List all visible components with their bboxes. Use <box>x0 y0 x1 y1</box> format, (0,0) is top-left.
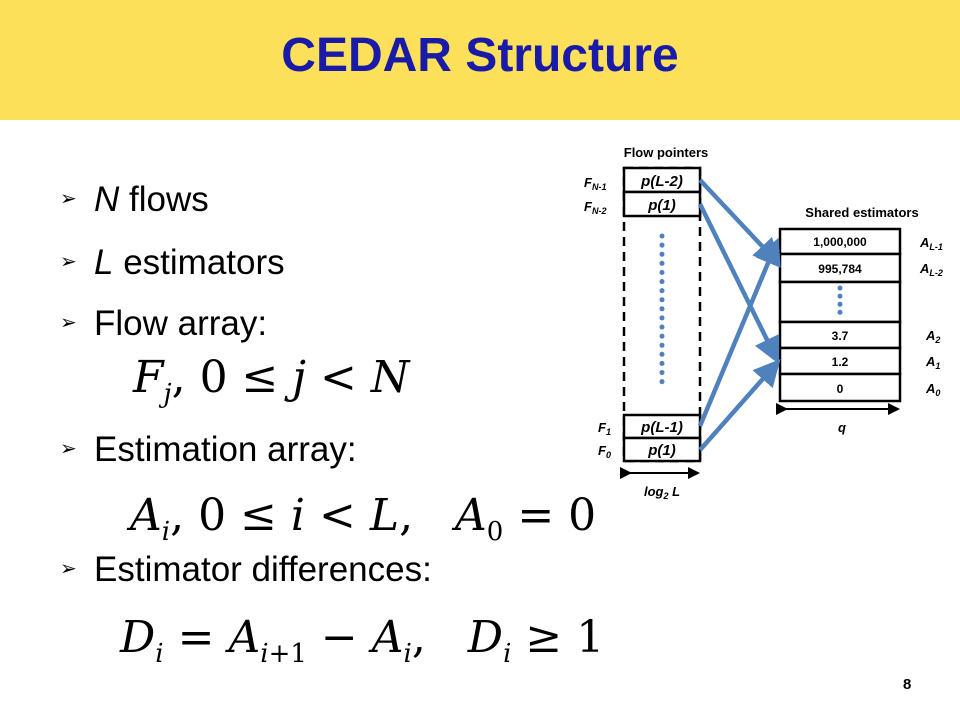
flow-cell-label: p(L-1) <box>640 419 683 436</box>
bullet-text: Estimator differences: <box>94 550 432 589</box>
bullet-text: Estimation array: <box>94 430 357 469</box>
arrow-bullet-icon: ➢ <box>60 312 77 335</box>
bullet-estimator-differences: ➢ Estimator differences: <box>60 550 432 590</box>
row-label-f1: F1 <box>598 420 611 437</box>
flow-cell-top1: p(L-2) <box>622 166 702 194</box>
bullet-n-flows: ➢ N flows <box>60 180 209 220</box>
estimator-cell-3: 3.7 <box>778 320 902 350</box>
flow-cell-bottom2: p(1) <box>622 436 702 463</box>
bullet-text: flows <box>119 180 209 219</box>
row-label-a1: A1 <box>925 354 940 371</box>
row-label-a0: A0 <box>925 381 940 398</box>
arrow-bullet-icon: ➢ <box>60 251 77 274</box>
flow-cell-label: p(1) <box>647 197 676 214</box>
formula-flow-array: Fj, 0 ≤ j < N <box>133 352 410 409</box>
bullet-text: estimators <box>113 243 285 282</box>
flow-cell-top2: p(1) <box>622 190 702 218</box>
estimator-cell-2: 995,784 <box>778 252 902 284</box>
page-number: 8 <box>903 676 912 693</box>
bullet-text: Flow array: <box>94 304 268 343</box>
row-label-f0: F0 <box>598 443 611 460</box>
pointer-arrow <box>698 358 781 452</box>
bullet-l-estimators: ➢ L estimators <box>60 243 285 283</box>
shared-estimators-label: Shared estimators <box>805 205 918 220</box>
flow-pointers-label: Flow pointers <box>624 145 709 160</box>
flow-cell-label: p(1) <box>647 442 676 459</box>
estimator-value: 1.2 <box>832 355 849 369</box>
estimator-cell-5: 0 <box>778 372 902 403</box>
arrow-bullet-icon: ➢ <box>60 558 77 581</box>
bullet-var-l: L <box>94 243 114 282</box>
slide-title: CEDAR Structure <box>281 29 679 82</box>
row-label-a2: A2 <box>925 328 940 345</box>
estimator-cell-4: 1.2 <box>778 346 902 376</box>
flow-cell-label: p(L-2) <box>640 173 683 190</box>
formula-estimation-array: Ai, 0 ≤ i < L, A0 = 0 <box>130 490 597 547</box>
estimator-value: 0 <box>837 382 844 396</box>
arrow-bullet-icon: ➢ <box>60 438 77 461</box>
bullet-estimation-array: ➢ Estimation array: <box>60 430 357 470</box>
formula-estimator-differences: Di = Ai+1 − Ai, Di ≥ 1 <box>120 612 605 669</box>
estimator-cell-1: 1,000,000 <box>778 227 902 256</box>
estimator-value: 1,000,000 <box>813 235 867 249</box>
bullet-var-n: N <box>94 180 120 219</box>
estimator-value: 995,784 <box>818 262 862 276</box>
pointer-arrow <box>697 203 780 365</box>
flow-width-label: log2 L <box>644 484 680 501</box>
pointer-arrow <box>697 237 781 427</box>
bullet-flow-array: ➢ Flow array: <box>60 304 267 344</box>
row-label-fn2: FN-2 <box>584 199 606 216</box>
estimator-value: 3.7 <box>832 329 849 343</box>
row-label-fn1: FN-1 <box>584 175 606 192</box>
row-label-al2: AL-2 <box>919 261 943 278</box>
estimator-width-label: q <box>838 420 846 435</box>
arrow-bullet-icon: ➢ <box>60 188 77 211</box>
row-label-al1: AL-1 <box>919 235 943 252</box>
pointer-arrow <box>698 178 781 266</box>
title-band <box>0 0 960 120</box>
flow-cell-bottom1: p(L-1) <box>622 413 702 440</box>
